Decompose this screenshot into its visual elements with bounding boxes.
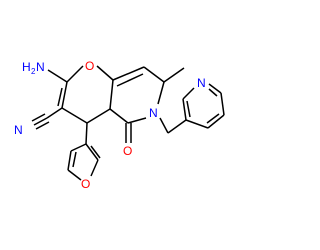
pyridine-c5-c4 [207, 114, 225, 129]
amine-h-label: H [22, 60, 31, 74]
bond-o1-c2 [66, 65, 84, 83]
pyridine-c3-c2 [182, 98, 187, 121]
nitrile-triple-3 [35, 121, 50, 130]
molecule-structure: H 2 N N O O O N N [14, 59, 225, 191]
substituents [31, 67, 187, 145]
bond-c4a-c8a [109, 79, 114, 110]
furan-c2-o [90, 159, 99, 177]
nitrile-triple-2 [31, 113, 46, 122]
bond-c2-c3-double [57, 87, 63, 107]
bond-c7-n6 [157, 81, 165, 105]
pyridine-ring [182, 83, 225, 129]
nitrile-n-label: N [14, 123, 23, 137]
pyridine-c2-n1 [182, 87, 195, 100]
bond-c5-c4a [109, 108, 129, 124]
carbonyl-oxygen-label: O [123, 144, 132, 158]
amide-nitrogen-label: N [149, 106, 158, 120]
furan-c3-c2 [85, 143, 99, 161]
bond-n6-c5 [127, 117, 147, 124]
pyridine-c3-c2-double [186, 100, 191, 118]
pyridine-nitrogen-label: N [197, 76, 206, 90]
amine-n-label: N [36, 60, 45, 74]
pyran-ring [57, 65, 114, 124]
furan-o-c5 [67, 169, 82, 181]
furan-oxygen-label: O [81, 177, 90, 191]
furan-c4-c3 [70, 143, 87, 152]
bond-ch2-pyridine [167, 119, 187, 134]
pyridine-c5-c4-double [206, 113, 220, 124]
bond-n6-ch2 [159, 117, 169, 134]
bond-c4-c4a [86, 108, 111, 124]
nitrile-triple-1 [33, 117, 48, 126]
bond-c8-c7 [143, 66, 165, 83]
pyridine-c6-c5 [220, 92, 225, 116]
bond-c3-c4 [61, 107, 88, 124]
bond-c2-c3 [61, 81, 68, 109]
pyran-oxygen-label: O [85, 59, 94, 73]
amine-subscript-label: 2 [31, 67, 36, 76]
furan-ring [67, 143, 101, 181]
pyridine-c4-c3 [185, 119, 209, 129]
bond-methyl [163, 67, 185, 83]
atom-labels: H 2 N N O O O N N [14, 59, 206, 191]
furan-c5-c4-double [72, 151, 77, 168]
pyridinone-ring [109, 66, 165, 124]
bond-c3-nitrile [46, 107, 63, 119]
pyridine-n1-c6-double [208, 88, 218, 97]
bond-c8a-c8 [112, 66, 145, 81]
bond-c8a-c8-double [116, 73, 144, 87]
bond-c4-furan [85, 122, 88, 145]
furan-c5-c4 [67, 150, 72, 171]
bond-amine [47, 69, 68, 83]
furan-c3-c2-double [90, 145, 101, 159]
bond-c8a-o1 [96, 65, 114, 81]
pyridine-n1-c6 [208, 83, 222, 94]
